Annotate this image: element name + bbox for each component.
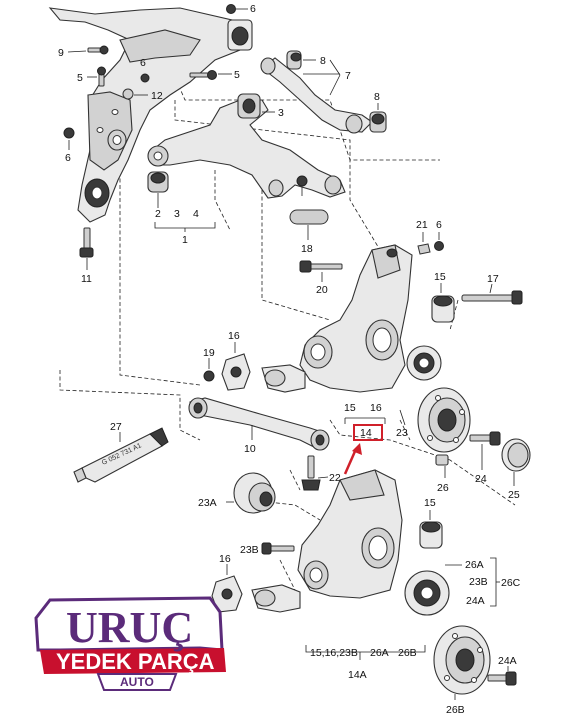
guide-lines: [59, 19, 516, 601]
label-5b: 5: [234, 69, 240, 81]
label-18: 18: [301, 243, 313, 255]
label-11: 11: [81, 273, 92, 285]
nut-16b-icon: [211, 575, 243, 613]
red-arrow-icon: [352, 443, 362, 455]
bushing-15-icon: [431, 295, 455, 323]
bolt-9-icon: [87, 45, 109, 55]
label-6c: 6: [436, 219, 442, 231]
label-5a: 5: [77, 72, 83, 84]
lower-control-arm-1: [147, 93, 346, 225]
label-23: 23: [396, 427, 408, 439]
label-16a: 16: [228, 330, 240, 342]
label-22: 22: [329, 472, 341, 484]
label-4: 4: [193, 208, 199, 220]
wheel-carrier-lower: [251, 469, 403, 613]
label-2: 2: [155, 208, 161, 220]
highlight-box: [353, 424, 383, 441]
label-14: 14: [360, 427, 372, 439]
label-21: 21: [416, 219, 428, 231]
label-23B: 23B: [240, 544, 259, 556]
logo-line-2: YEDEK PARÇA: [56, 649, 215, 674]
label-27: 27: [110, 421, 122, 433]
link-7-leaders: [303, 59, 379, 110]
label-16c: 16: [219, 553, 231, 565]
label-15c: 15: [424, 497, 436, 509]
label-6-top: 6: [250, 3, 256, 15]
label-9: 9: [58, 47, 64, 59]
label-8a: 8: [320, 55, 326, 67]
bolt-5a-icon: [97, 66, 106, 87]
label-16b: 16: [370, 402, 382, 414]
label-24A-bottom: 24A: [498, 655, 517, 667]
label-19: 19: [203, 347, 215, 359]
nut-6-left-icon: [63, 127, 75, 139]
label-6b: 6: [140, 57, 146, 69]
label-26A: 26A: [465, 559, 484, 571]
uruc-yedek-parca-logo: URUÇ YEDEK PARÇA AUTO: [34, 596, 226, 691]
bushing-15b-icon: [419, 521, 443, 549]
label-24A: 24A: [466, 595, 485, 607]
bolt-22-icon: [301, 455, 329, 491]
label-3b: 3: [174, 208, 180, 220]
label-10: 10: [244, 443, 256, 455]
label-24: 24: [475, 473, 487, 485]
rear-subframe: [48, 7, 253, 223]
arm-1-leaders: [154, 111, 309, 240]
wheel-hub-26B: [433, 625, 491, 700]
bearing-26A-icon: [404, 570, 450, 616]
nut-6c-icon: [434, 241, 444, 251]
washer-21-icon: [417, 243, 431, 255]
wheel-carrier-upper: [261, 244, 413, 393]
lower-carrier-fasteners: [211, 510, 500, 616]
nut-6b-icon: [140, 73, 150, 83]
highlight-14: [343, 417, 386, 475]
label-23B-right: 23B: [469, 576, 488, 588]
track-rod-10: [188, 397, 330, 451]
bolt-20-icon: [299, 260, 343, 273]
label-8b: 8: [374, 91, 380, 103]
carrier-fasteners: [203, 232, 523, 426]
hub-bolt-24A-icon: [487, 666, 517, 686]
label-14A: 14A: [348, 669, 367, 681]
label-17: 17: [487, 273, 499, 285]
washer-12-icon: [122, 88, 134, 100]
wheel-hub-26: [417, 387, 471, 478]
bushing-23A: [226, 472, 276, 514]
label-15b: 15: [344, 402, 356, 414]
sealant-tube-27: G 052 731 A1: [73, 427, 169, 483]
label-7: 7: [345, 70, 351, 82]
label-12: 12: [151, 90, 163, 102]
nut-16-icon: [221, 353, 251, 391]
bolt-23B-icon: [261, 542, 295, 555]
label-15a: 15: [434, 271, 446, 283]
upper-link-7: [260, 50, 387, 134]
label-20: 20: [316, 284, 328, 296]
bearing-23-icon: [406, 345, 442, 381]
label-26B: 26B: [398, 647, 417, 659]
label-23A: 23A: [198, 497, 217, 509]
label-26A-bottom: 26A: [370, 647, 389, 659]
label-1: 1: [182, 234, 188, 246]
hub-bolt-24-icon: [469, 431, 501, 470]
label-6-left: 6: [65, 152, 71, 164]
label-26C: 26C: [501, 577, 521, 589]
bolt-17-icon: [461, 290, 523, 305]
label-25: 25: [508, 489, 520, 501]
bolt-11-icon: [79, 227, 94, 258]
bolt-5b-icon: [189, 70, 217, 80]
subframe-fasteners: [63, 4, 248, 270]
logo-line-3: AUTO: [120, 675, 154, 689]
hub-cap-25-icon: [501, 438, 531, 486]
label-3a: 3: [278, 107, 284, 119]
nut-icon: [226, 4, 236, 14]
label-26: 26: [437, 482, 449, 494]
label-26B-bottom: 26B: [446, 704, 465, 716]
label-15-16-23B: 15,16,23B: [310, 647, 358, 659]
callout-labels: 6 9 5 6 12 5 8 7 3 8 6 2 3 4 1 18 11 21 …: [58, 3, 521, 716]
nut-19-icon: [203, 370, 215, 382]
logo-line-1: URUÇ: [66, 603, 193, 652]
